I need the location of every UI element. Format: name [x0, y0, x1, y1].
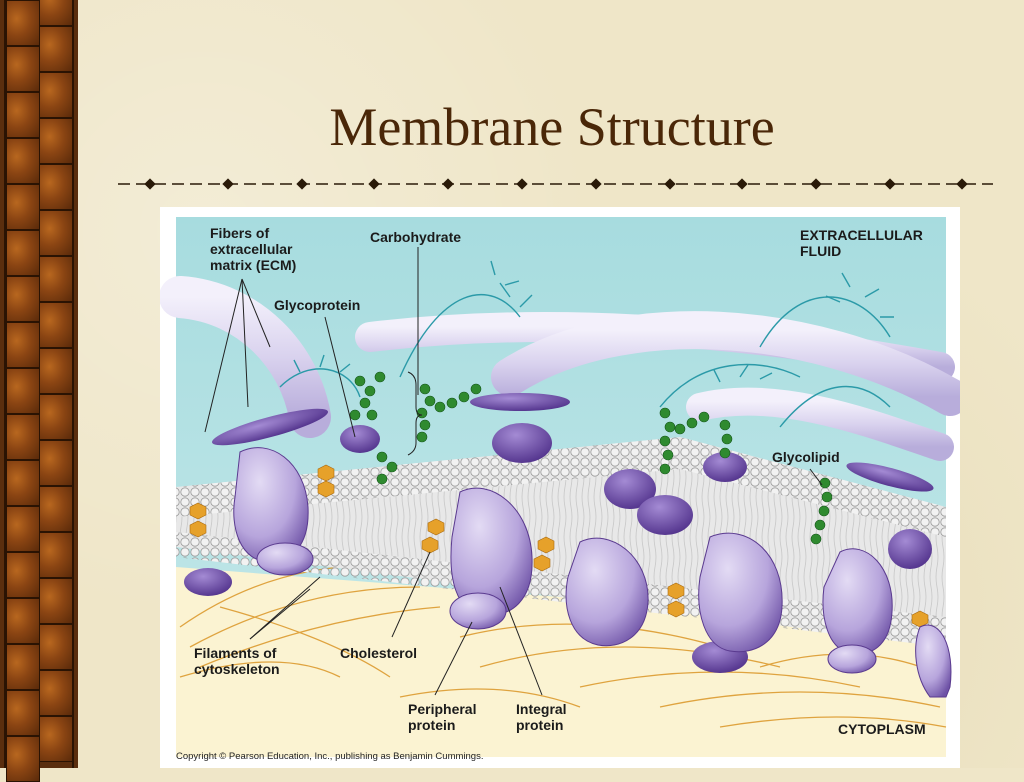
wood-tile	[39, 0, 73, 26]
label-glycolipid: Glycolipid	[772, 449, 840, 465]
wood-tile	[6, 46, 40, 92]
label-cholesterol: Cholesterol	[340, 645, 418, 661]
wood-tile	[6, 368, 40, 414]
wood-tile	[39, 624, 73, 670]
wood-tile	[6, 276, 40, 322]
slide-title: Membrane Structure	[329, 97, 775, 157]
membrane-diagram: Fibers of extracellular matrix (ECM) Car…	[160, 207, 960, 768]
wood-tile	[6, 138, 40, 184]
wood-tile	[39, 578, 73, 624]
wood-tile	[6, 322, 40, 368]
label-cytoplasm: CYTOPLASM	[838, 721, 926, 737]
wood-tile	[6, 0, 40, 46]
wood-tile	[6, 460, 40, 506]
label-integral-protein: Integral protein	[516, 701, 567, 733]
wood-tile	[6, 414, 40, 460]
wood-tile	[6, 598, 40, 644]
wood-tile	[39, 302, 73, 348]
wood-tile	[39, 716, 73, 762]
label-extracellular-fluid: EXTRACELLULAR FLUID	[800, 227, 923, 259]
wood-tile	[6, 184, 40, 230]
membrane-illustration	[160, 217, 960, 757]
wood-tile	[39, 670, 73, 716]
wood-tile	[6, 230, 40, 276]
wood-tile	[39, 348, 73, 394]
wood-tile	[6, 644, 40, 690]
wood-tile	[6, 506, 40, 552]
wood-border	[0, 0, 78, 782]
label-filaments-cytoskeleton: Filaments of cytoskeleton	[194, 645, 280, 677]
label-peripheral-protein: Peripheral protein	[408, 701, 477, 733]
wood-tile	[6, 690, 40, 736]
wood-tile	[6, 552, 40, 598]
wood-tile	[39, 118, 73, 164]
wood-tile	[39, 486, 73, 532]
label-carbohydrate: Carbohydrate	[370, 229, 462, 245]
wood-rail-right	[72, 0, 74, 768]
wood-tile	[39, 26, 73, 72]
wood-tile	[39, 440, 73, 486]
wood-tile	[39, 72, 73, 118]
wood-tile	[39, 210, 73, 256]
wood-tile	[39, 394, 73, 440]
title-divider	[118, 178, 993, 190]
wood-tile	[6, 736, 40, 782]
wood-tile	[6, 92, 40, 138]
wood-tile	[39, 256, 73, 302]
wood-rail-left	[4, 0, 6, 768]
label-fibers-ecm: Fibers of extracellular matrix (ECM)	[210, 225, 297, 273]
label-glycoprotein: Glycoprotein	[274, 297, 361, 313]
wood-tile	[39, 532, 73, 578]
copyright-notice: Copyright © Pearson Education, Inc., pub…	[176, 751, 484, 762]
wood-tile	[39, 164, 73, 210]
